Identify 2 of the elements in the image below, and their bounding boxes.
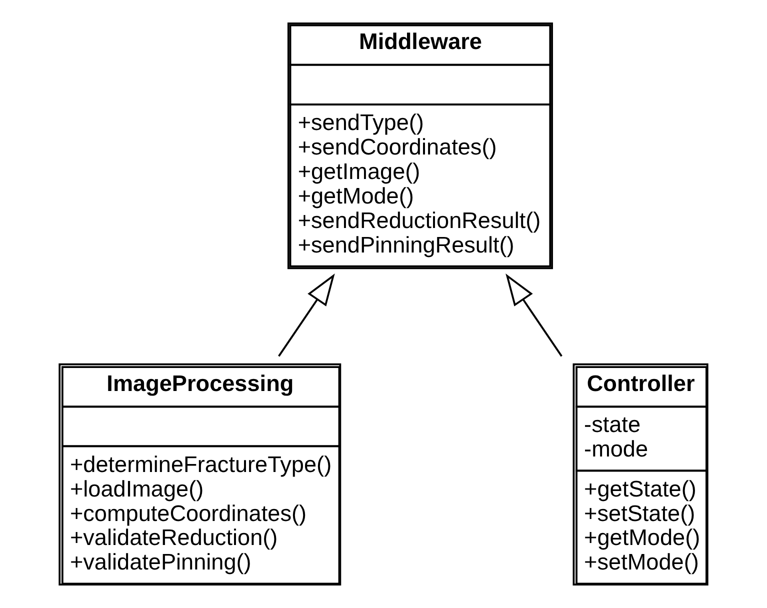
arrow <box>278 274 335 357</box>
arrow <box>506 274 562 357</box>
